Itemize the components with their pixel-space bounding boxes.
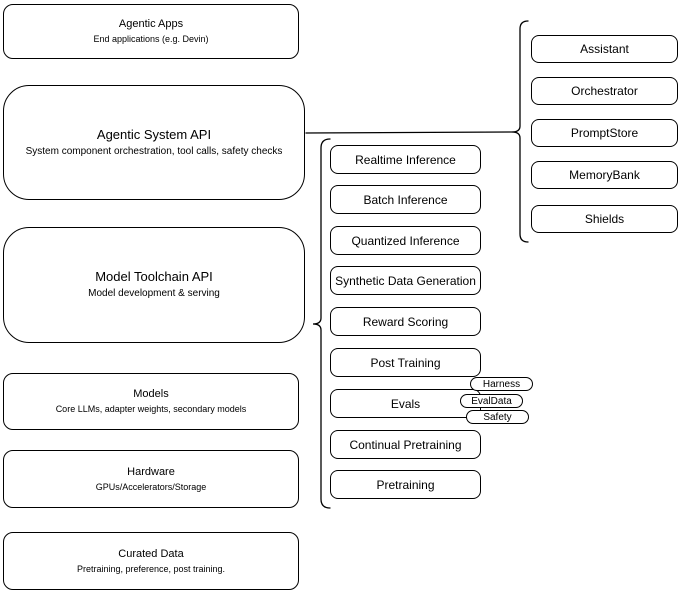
system-component-label: Orchestrator (571, 84, 638, 98)
box-title: Agentic System API (96, 126, 212, 142)
stack-box-agentic-system-api: Agentic System API System component orch… (3, 85, 305, 200)
toolchain-item-quantized-inference: Quantized Inference (330, 226, 481, 255)
evals-tag-evaldata: EvalData (460, 394, 523, 408)
toolchain-item-evals: Evals (330, 389, 481, 418)
stack-box-hardware: Hardware GPUs/Accelerators/Storage (3, 450, 299, 508)
toolchain-item-pretraining: Pretraining (330, 470, 481, 499)
stack-box-model-toolchain-api: Model Toolchain API Model development & … (3, 227, 305, 343)
stack-box-agentic-apps: Agentic Apps End applications (e.g. Devi… (3, 4, 299, 59)
toolchain-item-synthetic-data-generation: Synthetic Data Generation (330, 266, 481, 295)
toolchain-item-label: Batch Inference (363, 192, 448, 207)
box-title: Model Toolchain API (95, 269, 213, 284)
box-title: Hardware (127, 465, 175, 478)
toolchain-item-label: Reward Scoring (362, 314, 449, 329)
toolchain-item-label: Synthetic Data Generation (335, 273, 476, 288)
toolchain-item-reward-scoring: Reward Scoring (330, 307, 481, 336)
box-subtitle: Pretraining, preference, post training. (76, 563, 226, 574)
system-component-label: Shields (584, 212, 625, 226)
box-subtitle: Model development & serving (88, 288, 220, 299)
toolchain-item-label: Pretraining (376, 477, 435, 492)
toolchain-item-label: Evals (390, 396, 421, 411)
system-component-label: MemoryBank (569, 168, 640, 182)
stack-box-curated-data: Curated Data Pretraining, preference, po… (3, 532, 299, 590)
box-subtitle: Core LLMs, adapter weights, secondary mo… (55, 404, 247, 414)
system-component-shields: Shields (531, 205, 678, 233)
system-component-assistant: Assistant (531, 35, 678, 63)
evals-tag-label: EvalData (471, 395, 512, 407)
evals-tag-label: Safety (483, 411, 512, 423)
box-subtitle: System component orchestration, tool cal… (25, 145, 283, 157)
toolchain-item-post-training: Post Training (330, 348, 481, 377)
toolchain-item-label: Continual Pretraining (349, 437, 462, 452)
box-subtitle: End applications (e.g. Devin) (93, 34, 209, 44)
box-title: Curated Data (118, 547, 184, 560)
system-api-connector-line (305, 131, 513, 134)
system-component-promptstore: PromptStore (531, 119, 678, 147)
system-component-label: PromptStore (570, 126, 639, 140)
evals-tag-harness: Harness (470, 377, 533, 391)
system-component-label: Assistant (580, 42, 629, 56)
system-component-memorybank: MemoryBank (531, 161, 678, 189)
evals-tag-safety: Safety (466, 410, 529, 424)
toolchain-item-label: Realtime Inference (355, 152, 456, 167)
box-title: Agentic Apps (118, 18, 184, 30)
evals-tag-label: Harness (482, 378, 521, 390)
toolchain-brace (312, 138, 331, 509)
system-components-brace (511, 20, 529, 243)
toolchain-item-realtime-inference: Realtime Inference (330, 145, 481, 174)
toolchain-item-label: Post Training (370, 355, 441, 370)
toolchain-item-continual-pretraining: Continual Pretraining (330, 430, 481, 459)
box-title: Models (133, 388, 169, 400)
stack-box-models: Models Core LLMs, adapter weights, secon… (3, 373, 299, 430)
toolchain-item-batch-inference: Batch Inference (330, 185, 481, 214)
system-component-orchestrator: Orchestrator (531, 77, 678, 105)
box-subtitle: GPUs/Accelerators/Storage (95, 481, 207, 492)
toolchain-item-label: Quantized Inference (351, 233, 460, 248)
